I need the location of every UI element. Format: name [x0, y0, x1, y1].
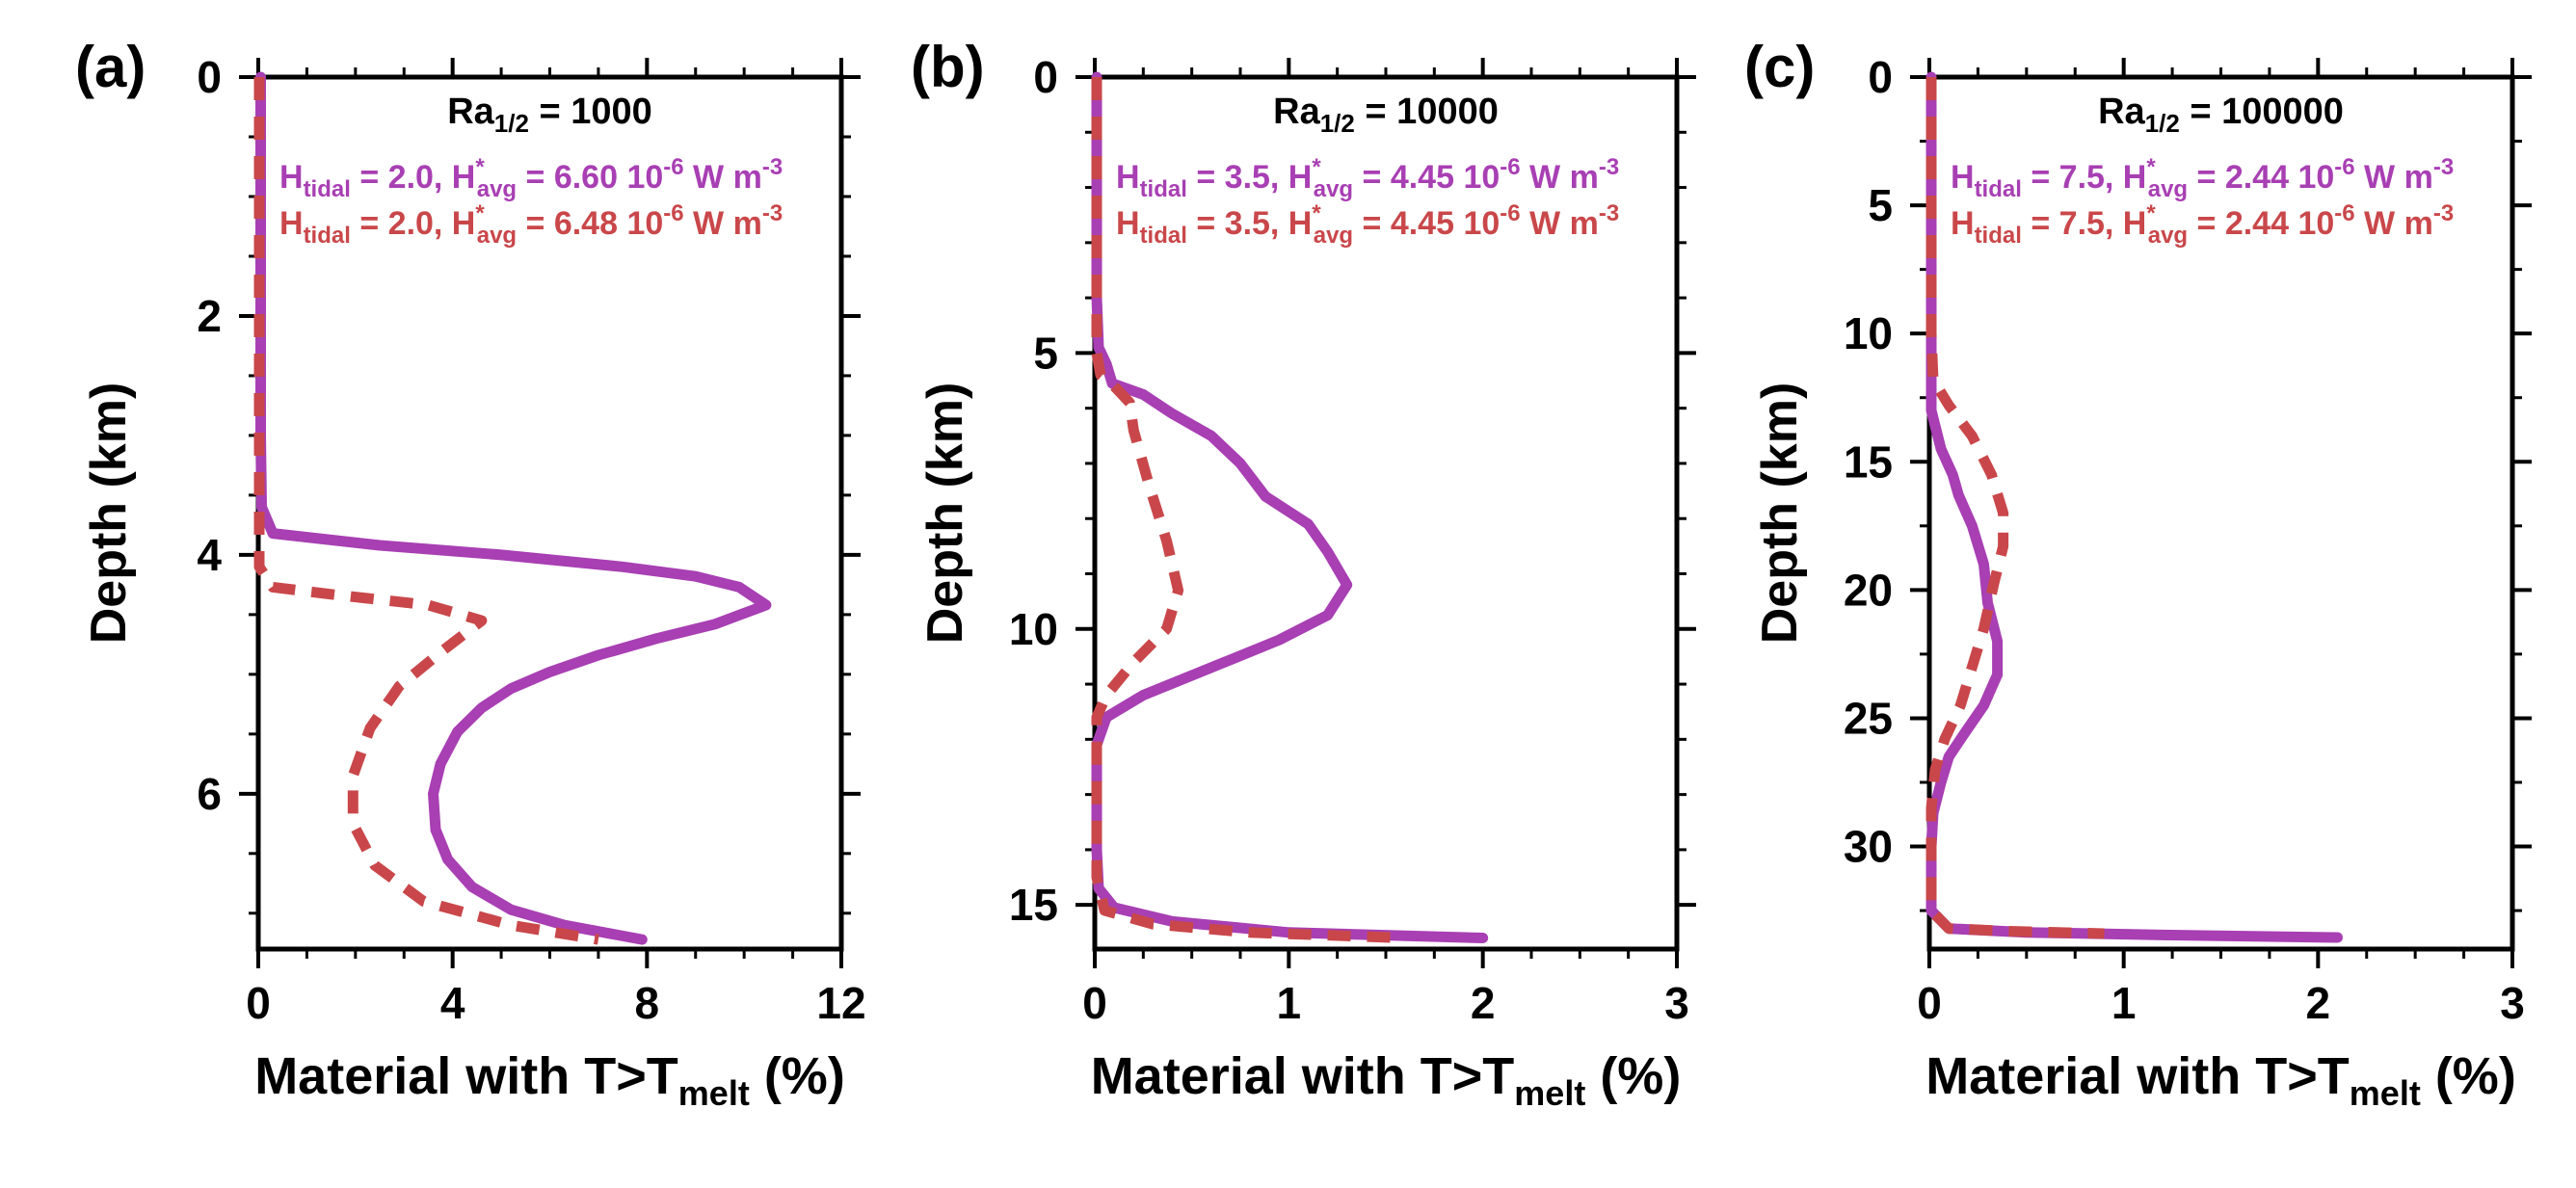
panel-title: Ra1/2 = 100000 — [2098, 92, 2344, 138]
x-tick-label: 12 — [816, 978, 865, 1028]
y-axis-label: Depth (km) — [1752, 383, 1808, 645]
series-line-solid — [255, 71, 772, 945]
y-axis-label: Depth (km) — [81, 383, 137, 645]
x-tick-label: 3 — [2500, 978, 2525, 1028]
y-tick-label: 0 — [1868, 52, 1893, 102]
series-line-dashed — [253, 77, 599, 945]
x-tick-label: 8 — [635, 978, 660, 1028]
y-tick-label: 5 — [1033, 328, 1058, 378]
y-tick-label: 0 — [1033, 52, 1058, 102]
series-line-dashed — [1925, 77, 2105, 939]
y-tick-label: 10 — [1009, 604, 1058, 654]
series-annotation-solid: Htidal = 7.5, H*avg = 2.44 10-6 W m-3 — [1951, 154, 2454, 202]
chart-panel-b: 0 1 2 3 0 5 10 15 Depth (km) Material with T>Tmel… — [911, 35, 1696, 1113]
y-tick-label: 20 — [1844, 565, 1893, 615]
x-tick-label: 2 — [2306, 978, 2331, 1028]
panel-label: (b) — [911, 35, 985, 99]
x-tick-label: 0 — [246, 978, 271, 1028]
y-tick-label: 15 — [1009, 880, 1058, 930]
series-line-dashed — [1091, 77, 1406, 943]
y-tick-label: 10 — [1844, 308, 1893, 358]
panel-label: (c) — [1744, 35, 1815, 99]
x-axis-label: Material with T>Tmelt (%) — [254, 1047, 845, 1113]
x-tick-label: 0 — [1082, 978, 1107, 1028]
x-tick-label: 2 — [1471, 978, 1496, 1028]
x-axis-label: Material with T>Tmelt (%) — [1091, 1047, 1682, 1113]
x-tick-label: 3 — [1664, 978, 1689, 1028]
y-tick-label: 4 — [197, 530, 222, 580]
y-tick-label: 5 — [1868, 180, 1893, 230]
panel-title: Ra1/2 = 10000 — [1273, 92, 1499, 138]
chart-panel-a: 0 4 8 12 0 2 4 6 Depth (km) Material with T>Tmelt… — [75, 35, 866, 1113]
panel-title: Ra1/2 = 1000 — [447, 92, 652, 138]
y-tick-label: 25 — [1844, 693, 1893, 743]
y-tick-label: 6 — [197, 769, 222, 819]
series-annotation-solid: Htidal = 3.5, H*avg = 4.45 10-6 W m-3 — [1116, 154, 1619, 202]
series-annotation-solid: Htidal = 2.0, H*avg = 6.60 10-6 W m-3 — [279, 154, 783, 202]
x-tick-label: 0 — [1917, 978, 1942, 1028]
series-annotation-dashed: Htidal = 7.5, H*avg = 2.44 10-6 W m-3 — [1951, 200, 2454, 249]
x-tick-label: 1 — [1277, 978, 1302, 1028]
y-tick-label: 30 — [1844, 822, 1893, 872]
x-axis-label: Material with T>Tmelt (%) — [1925, 1047, 2516, 1113]
series-line-solid — [1925, 71, 2343, 943]
x-tick-label: 4 — [440, 978, 465, 1028]
panel-label: (a) — [75, 35, 146, 99]
y-tick-label: 15 — [1844, 436, 1893, 487]
series-annotation-dashed: Htidal = 2.0, H*avg = 6.48 10-6 W m-3 — [279, 200, 783, 249]
series-annotation-dashed: Htidal = 3.5, H*avg = 4.45 10-6 W m-3 — [1116, 200, 1619, 249]
x-tick-label: 1 — [2111, 978, 2137, 1028]
y-tick-label: 0 — [197, 52, 222, 102]
y-axis-label: Depth (km) — [917, 383, 973, 645]
y-tick-label: 2 — [197, 291, 222, 341]
